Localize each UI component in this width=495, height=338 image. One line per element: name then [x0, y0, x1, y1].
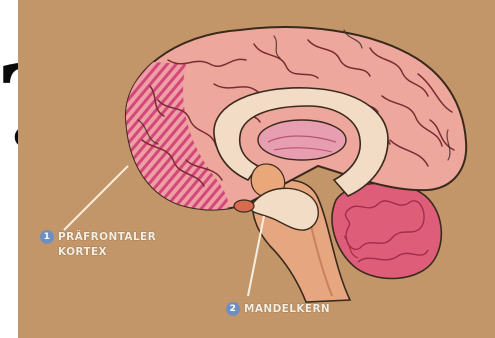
label-number-badge: 1 — [40, 230, 54, 244]
label-prefrontal-cortex: 1 PRÄFRONTALER KORTEX — [40, 230, 156, 260]
thalamus — [258, 120, 346, 160]
label-number-badge: 2 — [226, 302, 240, 316]
brain-diagram — [18, 0, 495, 338]
label-text: MANDELKERN — [244, 302, 330, 317]
label-amygdala: 2 MANDELKERN — [226, 302, 330, 317]
label-text: PRÄFRONTALER KORTEX — [58, 230, 156, 260]
amygdala — [234, 200, 254, 212]
